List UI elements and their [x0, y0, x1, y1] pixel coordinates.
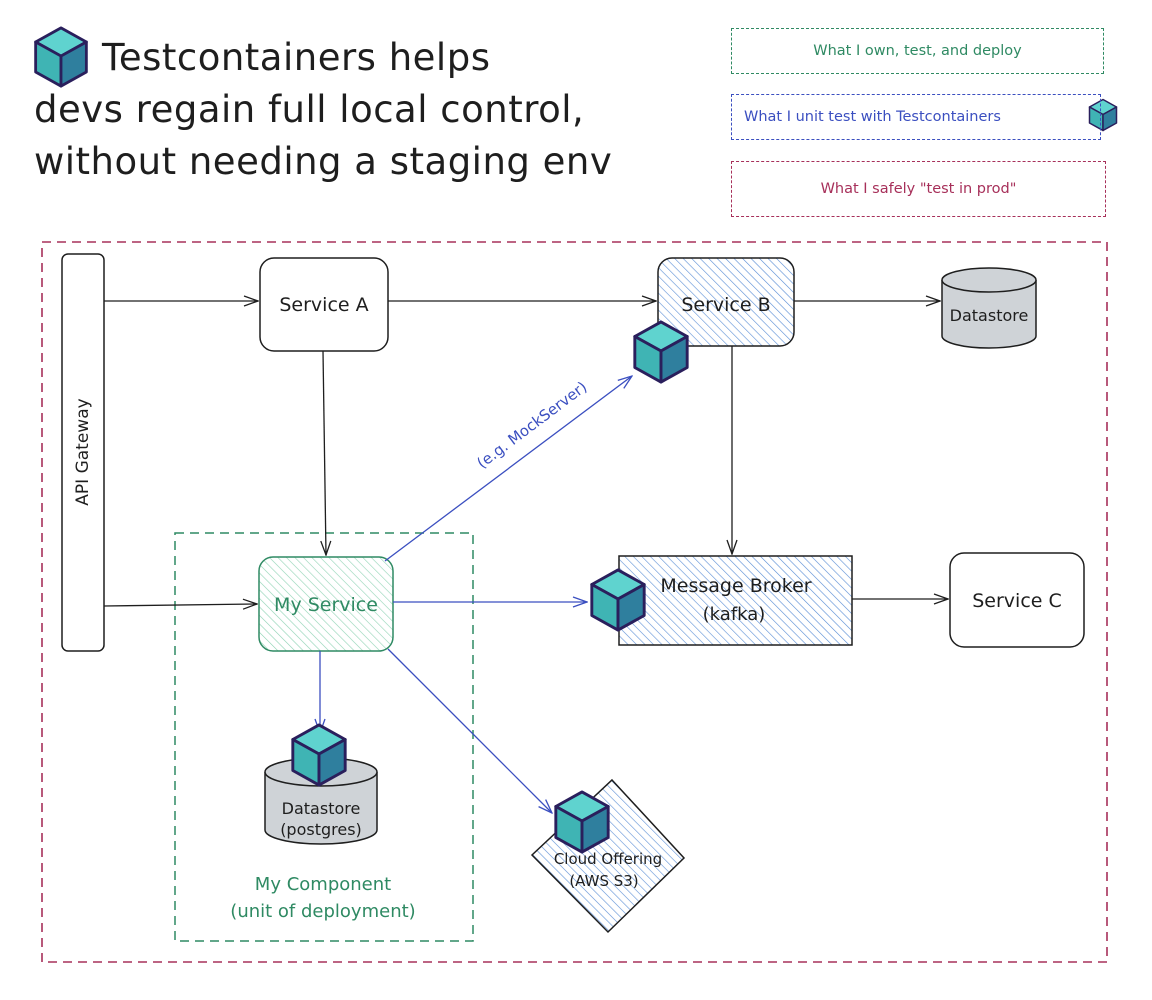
testcontainers-cube-icon — [291, 723, 347, 787]
cloud-offering-node: Cloud Offering (AWS S3) — [530, 778, 686, 934]
arrow-service-a-to-my-service — [323, 350, 326, 555]
legend-own: What I own, test, and deploy — [731, 28, 1104, 74]
testcontainers-cube-icon — [590, 568, 646, 632]
postgres-datastore-label-line2: (postgres) — [280, 820, 362, 839]
legend-prod: What I safely "test in prod" — [731, 161, 1106, 217]
production-boundary — [41, 241, 1108, 963]
legend-prod-label: What I safely "test in prod" — [820, 181, 1017, 197]
connectors-black — [103, 301, 948, 606]
cloud-offering-label-line1: Cloud Offering — [554, 850, 662, 868]
legend-own-label: What I own, test, and deploy — [813, 43, 1022, 59]
my-service-node: My Service — [258, 556, 394, 652]
service-c-label: Service C — [972, 590, 1062, 612]
testcontainers-cube-icon — [633, 320, 689, 384]
message-broker-label-line2: (kafka) — [703, 604, 766, 625]
cloud-offering-label-line2: (AWS S3) — [569, 872, 638, 890]
arrow-my-service-to-cloud — [387, 648, 552, 813]
datastore-label: Datastore — [950, 306, 1029, 325]
service-c-node: Service C — [949, 552, 1085, 648]
datastore-node: Datastore — [941, 267, 1037, 349]
arrow-gateway-to-my-service — [103, 604, 257, 606]
testcontainers-cube-icon — [34, 26, 88, 88]
service-a-label: Service A — [279, 294, 368, 316]
service-b-label: Service B — [681, 294, 770, 316]
title-line-2: devs regain full local control, — [34, 88, 585, 131]
arrow-my-service-to-service-b — [384, 376, 632, 562]
message-broker-label-line1: Message Broker — [660, 575, 811, 597]
connectors-blue — [320, 376, 632, 813]
message-broker-node: Message Broker (kafka) — [618, 555, 853, 646]
testcontainers-cube-icon — [554, 790, 610, 854]
title-line-3: without needing a staging env — [34, 140, 613, 183]
my-component-boundary — [174, 532, 474, 942]
api-gateway-node: API Gateway — [61, 253, 105, 652]
postgres-datastore-label-line1: Datastore — [282, 799, 361, 818]
postgres-datastore-node: Datastore (postgres) — [264, 757, 378, 845]
my-service-label: My Service — [274, 594, 378, 616]
legend-unit-test: What I unit test with Testcontainers — [731, 94, 1101, 140]
api-gateway-label: API Gateway — [73, 398, 93, 505]
service-a-node: Service A — [259, 257, 389, 352]
service-b-node: Service B — [657, 257, 795, 347]
my-component-label-line1: My Component — [255, 874, 391, 895]
title-line-1: Testcontainers helps — [102, 36, 491, 79]
legend-unit-test-label: What I unit test with Testcontainers — [744, 109, 1001, 125]
my-component-label-line2: (unit of deployment) — [230, 901, 415, 922]
mockserver-edge-label: (e.g. MockServer) — [473, 378, 590, 472]
